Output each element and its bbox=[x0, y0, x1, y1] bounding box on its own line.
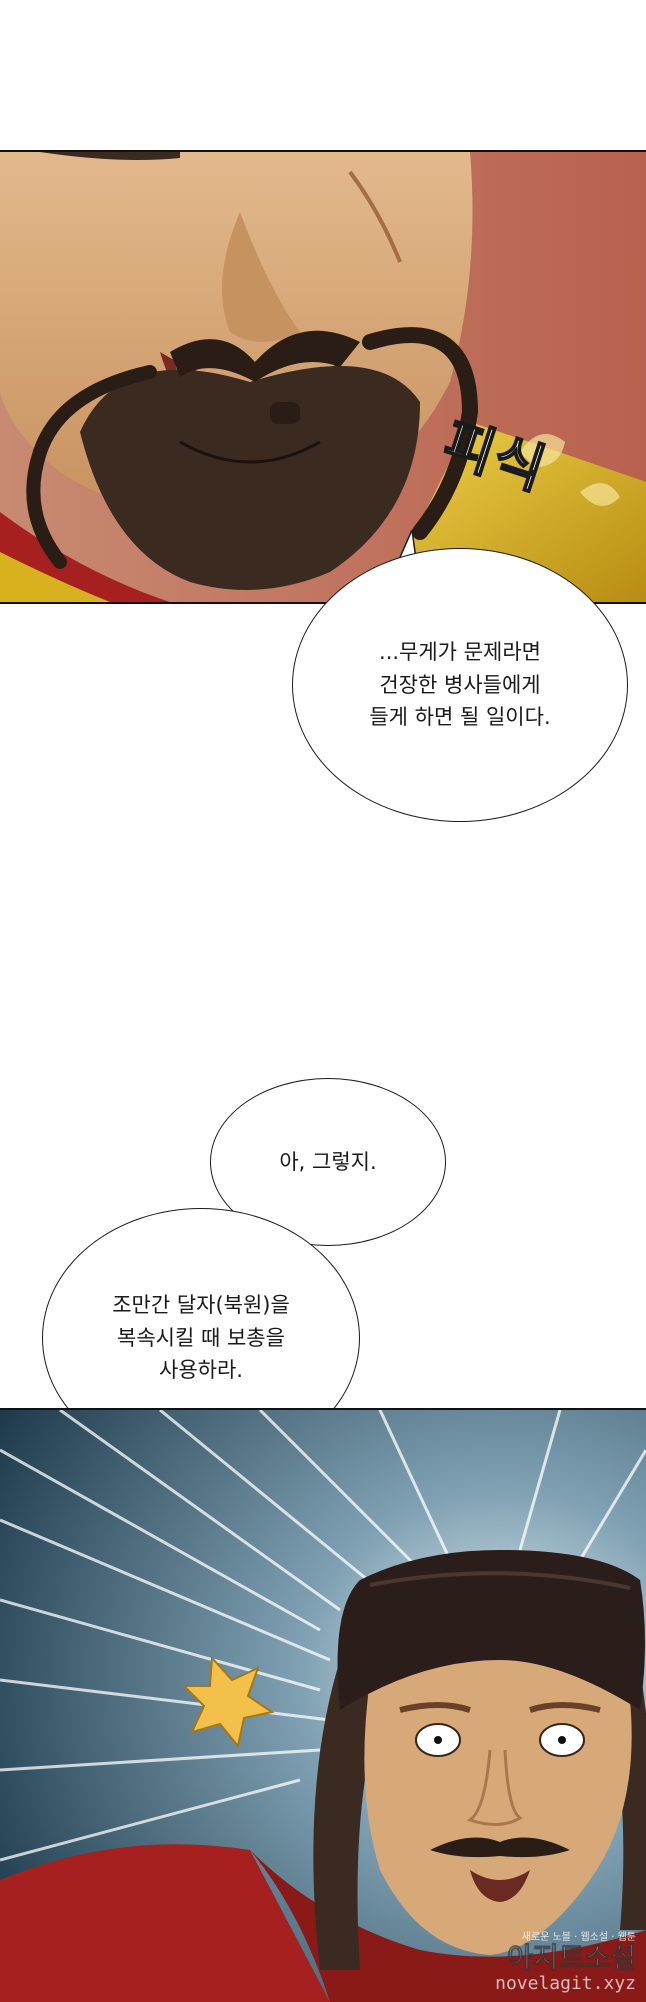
official-hat bbox=[337, 1550, 645, 1710]
watermark-tagline: 새로운 노블 · 웹소설 · 웹툰 bbox=[521, 1932, 636, 1944]
watermark-title: 아지트소설 bbox=[507, 1941, 637, 1975]
official-illustration bbox=[0, 1410, 646, 2002]
speed-lines bbox=[0, 1410, 646, 1862]
surprise-burst-icon bbox=[181, 1655, 275, 1749]
emperor-illustration bbox=[0, 152, 646, 602]
panel-surprised-official: 새로운 노블 · 웹소설 · 웹툰 아지트소설 novelagit.xyz bbox=[0, 1408, 646, 2002]
speech-bubble-1: ...무게가 문제라면 건장한 병사들에게 들게 하면 될 일이다. bbox=[292, 548, 628, 822]
site-watermark: 새로운 노블 · 웹소설 · 웹툰 아지트소설 novelagit.xyz bbox=[495, 1932, 636, 1994]
panel-emperor-smirk: 피식 bbox=[0, 150, 646, 604]
watermark-url: novelagit.xyz bbox=[495, 1973, 636, 1995]
